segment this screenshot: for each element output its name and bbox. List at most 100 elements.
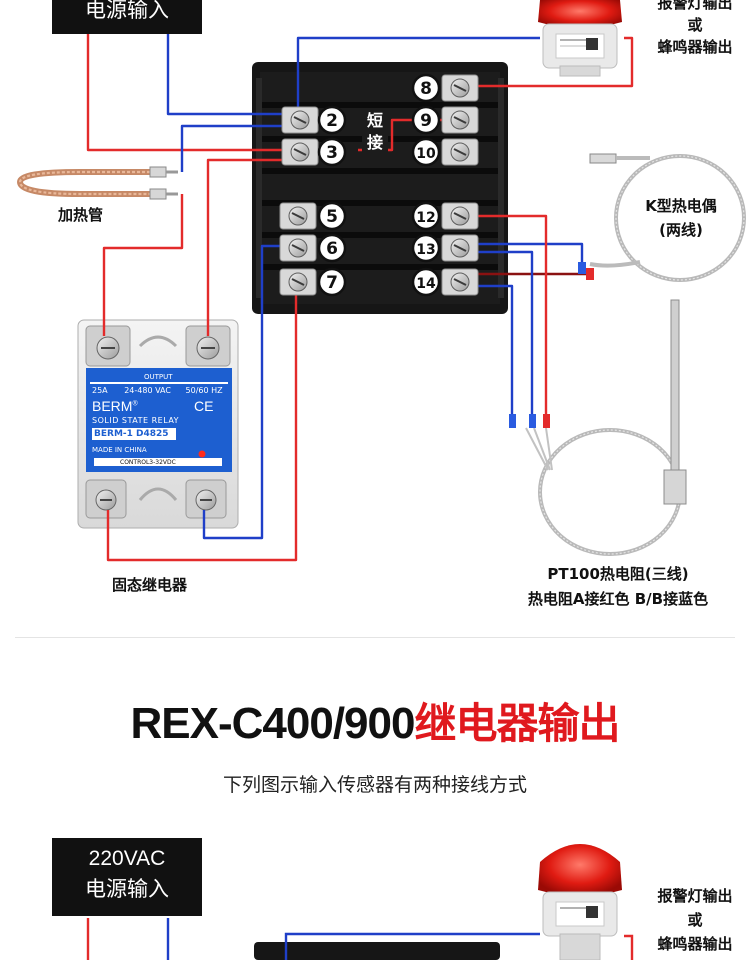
- terminal-slot-2: [293, 116, 307, 124]
- alarm-output-label-bottom: 报警灯输出 或 蜂鸣器输出: [640, 884, 750, 956]
- terminal-number-12: 12: [416, 210, 435, 226]
- terminal-slot-9: [453, 116, 467, 124]
- wire-bottom-alarm-red: [624, 934, 634, 960]
- terminal-slot-14: [453, 278, 467, 286]
- wire-power-red: [86, 34, 300, 152]
- ssr-type: SOLID STATE RELAY: [92, 416, 180, 425]
- terminal-layer: 2 3 5 6 7 8 9 10 12 13 14: [279, 73, 479, 297]
- power-input-box-bottom: 220VAC 电源输入: [52, 838, 202, 916]
- pt100-label-line1: PT100热电阻(三线): [547, 565, 689, 583]
- terminal-badge-3: [317, 137, 347, 167]
- pt100-probe: [525, 299, 687, 556]
- ssr-rating-right: 50/60 HZ: [185, 386, 223, 395]
- section-divider: [15, 637, 735, 638]
- wires-bottom: [86, 918, 634, 960]
- wire-power-blue: [166, 34, 300, 116]
- thermocouple-label-line2: (两线): [659, 221, 703, 239]
- terminal-badge-6: [317, 233, 347, 263]
- wire-heater-red: [102, 194, 184, 336]
- short-label-line1: 短: [366, 111, 383, 130]
- terminal-slot-7: [291, 278, 305, 286]
- wire-t3-ssr-red: [206, 158, 300, 336]
- terminal-slot-6: [291, 244, 305, 252]
- alarm-lamp-bottom: [538, 844, 622, 960]
- terminal-slot-5: [291, 212, 305, 220]
- terminal-badge-14: [411, 267, 441, 297]
- terminal-slot-12: [453, 212, 467, 220]
- ssr-rating-left: 25A: [92, 386, 108, 395]
- terminal-badge-8: [411, 73, 441, 103]
- short-label: 短 接: [362, 110, 388, 154]
- terminal-badge-12: [411, 201, 441, 231]
- pt100-lead-tips: [509, 262, 594, 428]
- terminal-badge-10: [411, 137, 441, 167]
- alarm-label-line1: 报警灯输出: [657, 0, 733, 12]
- pt100-label-line2: 热电阻A接红色 B/B接蓝色: [527, 590, 709, 608]
- terminal-badge-9: [411, 105, 441, 135]
- power-input-label-top: 电源输入: [85, 0, 169, 22]
- alarm-label-bottom-line2: 或: [687, 911, 703, 929]
- wire-alarm-red: [470, 36, 634, 88]
- wire-pt-blue1: [470, 250, 534, 416]
- terminal-badge-7: [317, 267, 347, 297]
- wire-t7-red: [106, 294, 298, 562]
- terminal-slot-8: [453, 84, 467, 92]
- thermocouple-label-line1: K型热电偶: [645, 197, 717, 215]
- section-subtitle: 下列图示输入传感器有两种接线方式: [222, 774, 527, 796]
- controller-block-bottom: [254, 942, 500, 960]
- pt100-label: PT100热电阻(三线) 热电阻A接红色 B/B接蓝色: [498, 562, 738, 612]
- terminal-number-10: 10: [416, 146, 436, 162]
- terminal-number-6: 6: [326, 239, 338, 259]
- terminal-number-9: 9: [420, 111, 432, 131]
- section-headline: REX-C400/900继电器输出: [0, 690, 750, 751]
- terminal-slot-3: [293, 148, 307, 156]
- heater-coil: [16, 166, 178, 200]
- alarm-label-bottom-line3: 蜂鸣器输出: [657, 935, 733, 953]
- ssr-label: 固态继电器: [112, 576, 188, 594]
- ssr-brand: BERM®: [92, 398, 138, 414]
- terminal-badge-13: [411, 233, 441, 263]
- ssr-rating-mid: 24-480 VAC: [124, 386, 171, 395]
- ssr-control: CONTROL3-32VDC: [120, 459, 176, 466]
- heater-label: 加热管: [58, 206, 104, 224]
- terminal-slot-13: [453, 244, 467, 252]
- wire-alarm-blue: [296, 36, 540, 114]
- short-label-line2: 接: [366, 133, 383, 152]
- terminal-badge-2: [317, 105, 347, 135]
- alarm-lamp-top: [538, 0, 622, 77]
- terminal-number-3: 3: [326, 143, 338, 163]
- headline-highlight: 继电器输出: [414, 699, 620, 748]
- headline-model: REX-C400/900: [130, 699, 416, 748]
- alarm-label-line3: 蜂鸣器输出: [657, 38, 733, 56]
- k-thermocouple-probe: [589, 153, 746, 282]
- alarm-label-bottom-line1: 报警灯输出: [657, 887, 733, 905]
- terminal-number-7: 7: [326, 273, 338, 293]
- ssr-reg-mark: ®: [132, 400, 138, 408]
- wire-pt-blue2: [470, 284, 514, 416]
- ssr-model: BERM-1 D4825: [94, 429, 169, 439]
- ssr-brand-text: BERM: [92, 398, 133, 414]
- wire-heater-blue: [180, 124, 300, 172]
- terminal-slot-10: [453, 148, 467, 156]
- ssr-origin: MADE IN CHINA: [92, 446, 147, 454]
- ce-mark: CE: [194, 398, 214, 414]
- terminal-number-13: 13: [416, 242, 435, 258]
- wire-bottom-alarm-blue: [284, 932, 540, 960]
- alarm-output-label-top: 报警灯输出 或 蜂鸣器输出: [640, 0, 750, 58]
- ssr-rating-row: 25A 24-480 VAC 50/60 HZ: [92, 386, 232, 395]
- solid-state-relay: [77, 319, 239, 529]
- power-voltage-bottom: 220VAC: [88, 847, 166, 870]
- ssr-output-text: OUTPUT: [144, 373, 173, 381]
- power-input-label-bottom: 电源输入: [85, 877, 169, 901]
- wire-pt-red: [470, 214, 548, 416]
- terminal-number-2: 2: [326, 111, 338, 131]
- terminal-number-14: 14: [416, 276, 436, 292]
- wire-t6-blue: [202, 244, 296, 540]
- terminal-badge-5: [317, 201, 347, 231]
- terminal-number-5: 5: [326, 207, 338, 227]
- power-input-box-top: 电源输入: [52, 0, 202, 34]
- alarm-label-line2: 或: [687, 16, 703, 34]
- thermocouple-label: K型热电偶 (两线): [626, 194, 736, 242]
- terminal-number-8: 8: [420, 79, 432, 99]
